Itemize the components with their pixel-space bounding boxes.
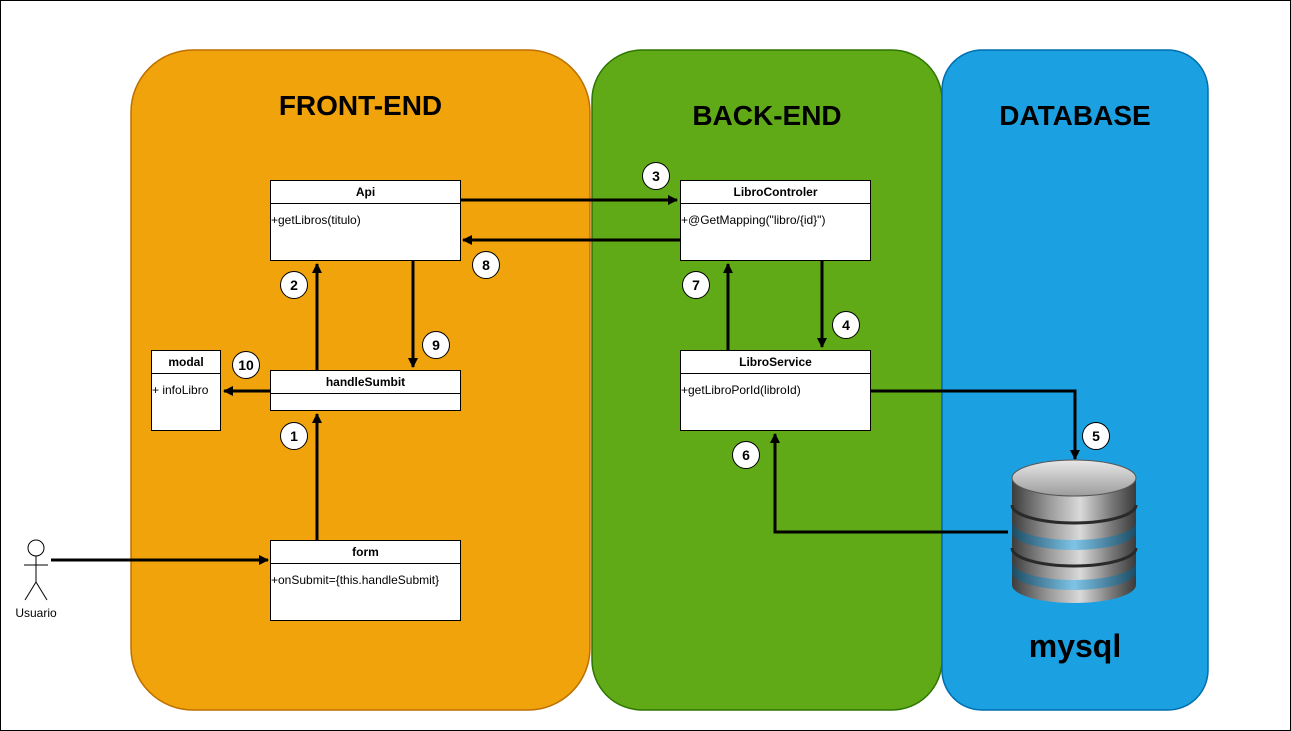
step-9-badge: 9 bbox=[422, 331, 450, 359]
libro-controller-class[interactable]: LibroControler +@GetMapping("libro/{id}"… bbox=[680, 180, 871, 261]
actor-label: Usuario bbox=[15, 606, 57, 620]
handle-submit-class-name: handleSumbit bbox=[271, 371, 460, 394]
arrow-5-service-to-db bbox=[870, 389, 1080, 460]
flow-arrows bbox=[51, 195, 1080, 565]
libro-controller-class-name: LibroControler bbox=[681, 181, 870, 204]
form-class-name: form bbox=[271, 541, 460, 564]
handle-submit-class-member bbox=[271, 394, 460, 403]
libro-controller-class-member: +@GetMapping("libro/{id}") bbox=[681, 213, 826, 227]
step-6-badge: 6 bbox=[732, 441, 760, 469]
step-3-badge: 3 bbox=[642, 162, 670, 190]
step-4-badge: 4 bbox=[832, 311, 860, 339]
form-class-member: +onSubmit={this.handleSubmit} bbox=[271, 573, 440, 587]
backend-title: BACK-END bbox=[692, 100, 842, 131]
libro-service-class-name: LibroService bbox=[681, 351, 870, 374]
modal-class-name: modal bbox=[152, 351, 220, 374]
step-10-badge: 10 bbox=[232, 351, 260, 379]
frontend-title: FRONT-END bbox=[278, 90, 443, 121]
actor-icon bbox=[24, 539, 48, 601]
api-class-name: Api bbox=[271, 181, 460, 204]
modal-class[interactable]: modal + infoLibro bbox=[151, 350, 221, 431]
modal-class-member: + infoLibro bbox=[152, 383, 209, 397]
arrow-6-db-to-service bbox=[770, 433, 1008, 534]
step-1-badge: 1 bbox=[280, 422, 308, 450]
database-cylinder-icon bbox=[1010, 459, 1138, 603]
libro-service-class-member: +getLibroPorId(libroId) bbox=[681, 383, 801, 397]
api-class-member: +getLibros(titulo) bbox=[271, 213, 361, 227]
step-8-badge: 8 bbox=[472, 251, 500, 279]
database-title: DATABASE bbox=[999, 100, 1151, 131]
handle-submit-class[interactable]: handleSumbit bbox=[270, 370, 461, 411]
libro-service-class[interactable]: LibroService +getLibroPorId(libroId) bbox=[680, 350, 871, 431]
database-zone bbox=[941, 49, 1209, 711]
api-class[interactable]: Api +getLibros(titulo) bbox=[270, 180, 461, 261]
step-7-badge: 7 bbox=[682, 271, 710, 299]
form-class[interactable]: form +onSubmit={this.handleSubmit} bbox=[270, 540, 461, 621]
step-5-badge: 5 bbox=[1082, 422, 1110, 450]
mysql-label: mysql bbox=[1028, 628, 1122, 664]
step-2-badge: 2 bbox=[280, 271, 308, 299]
